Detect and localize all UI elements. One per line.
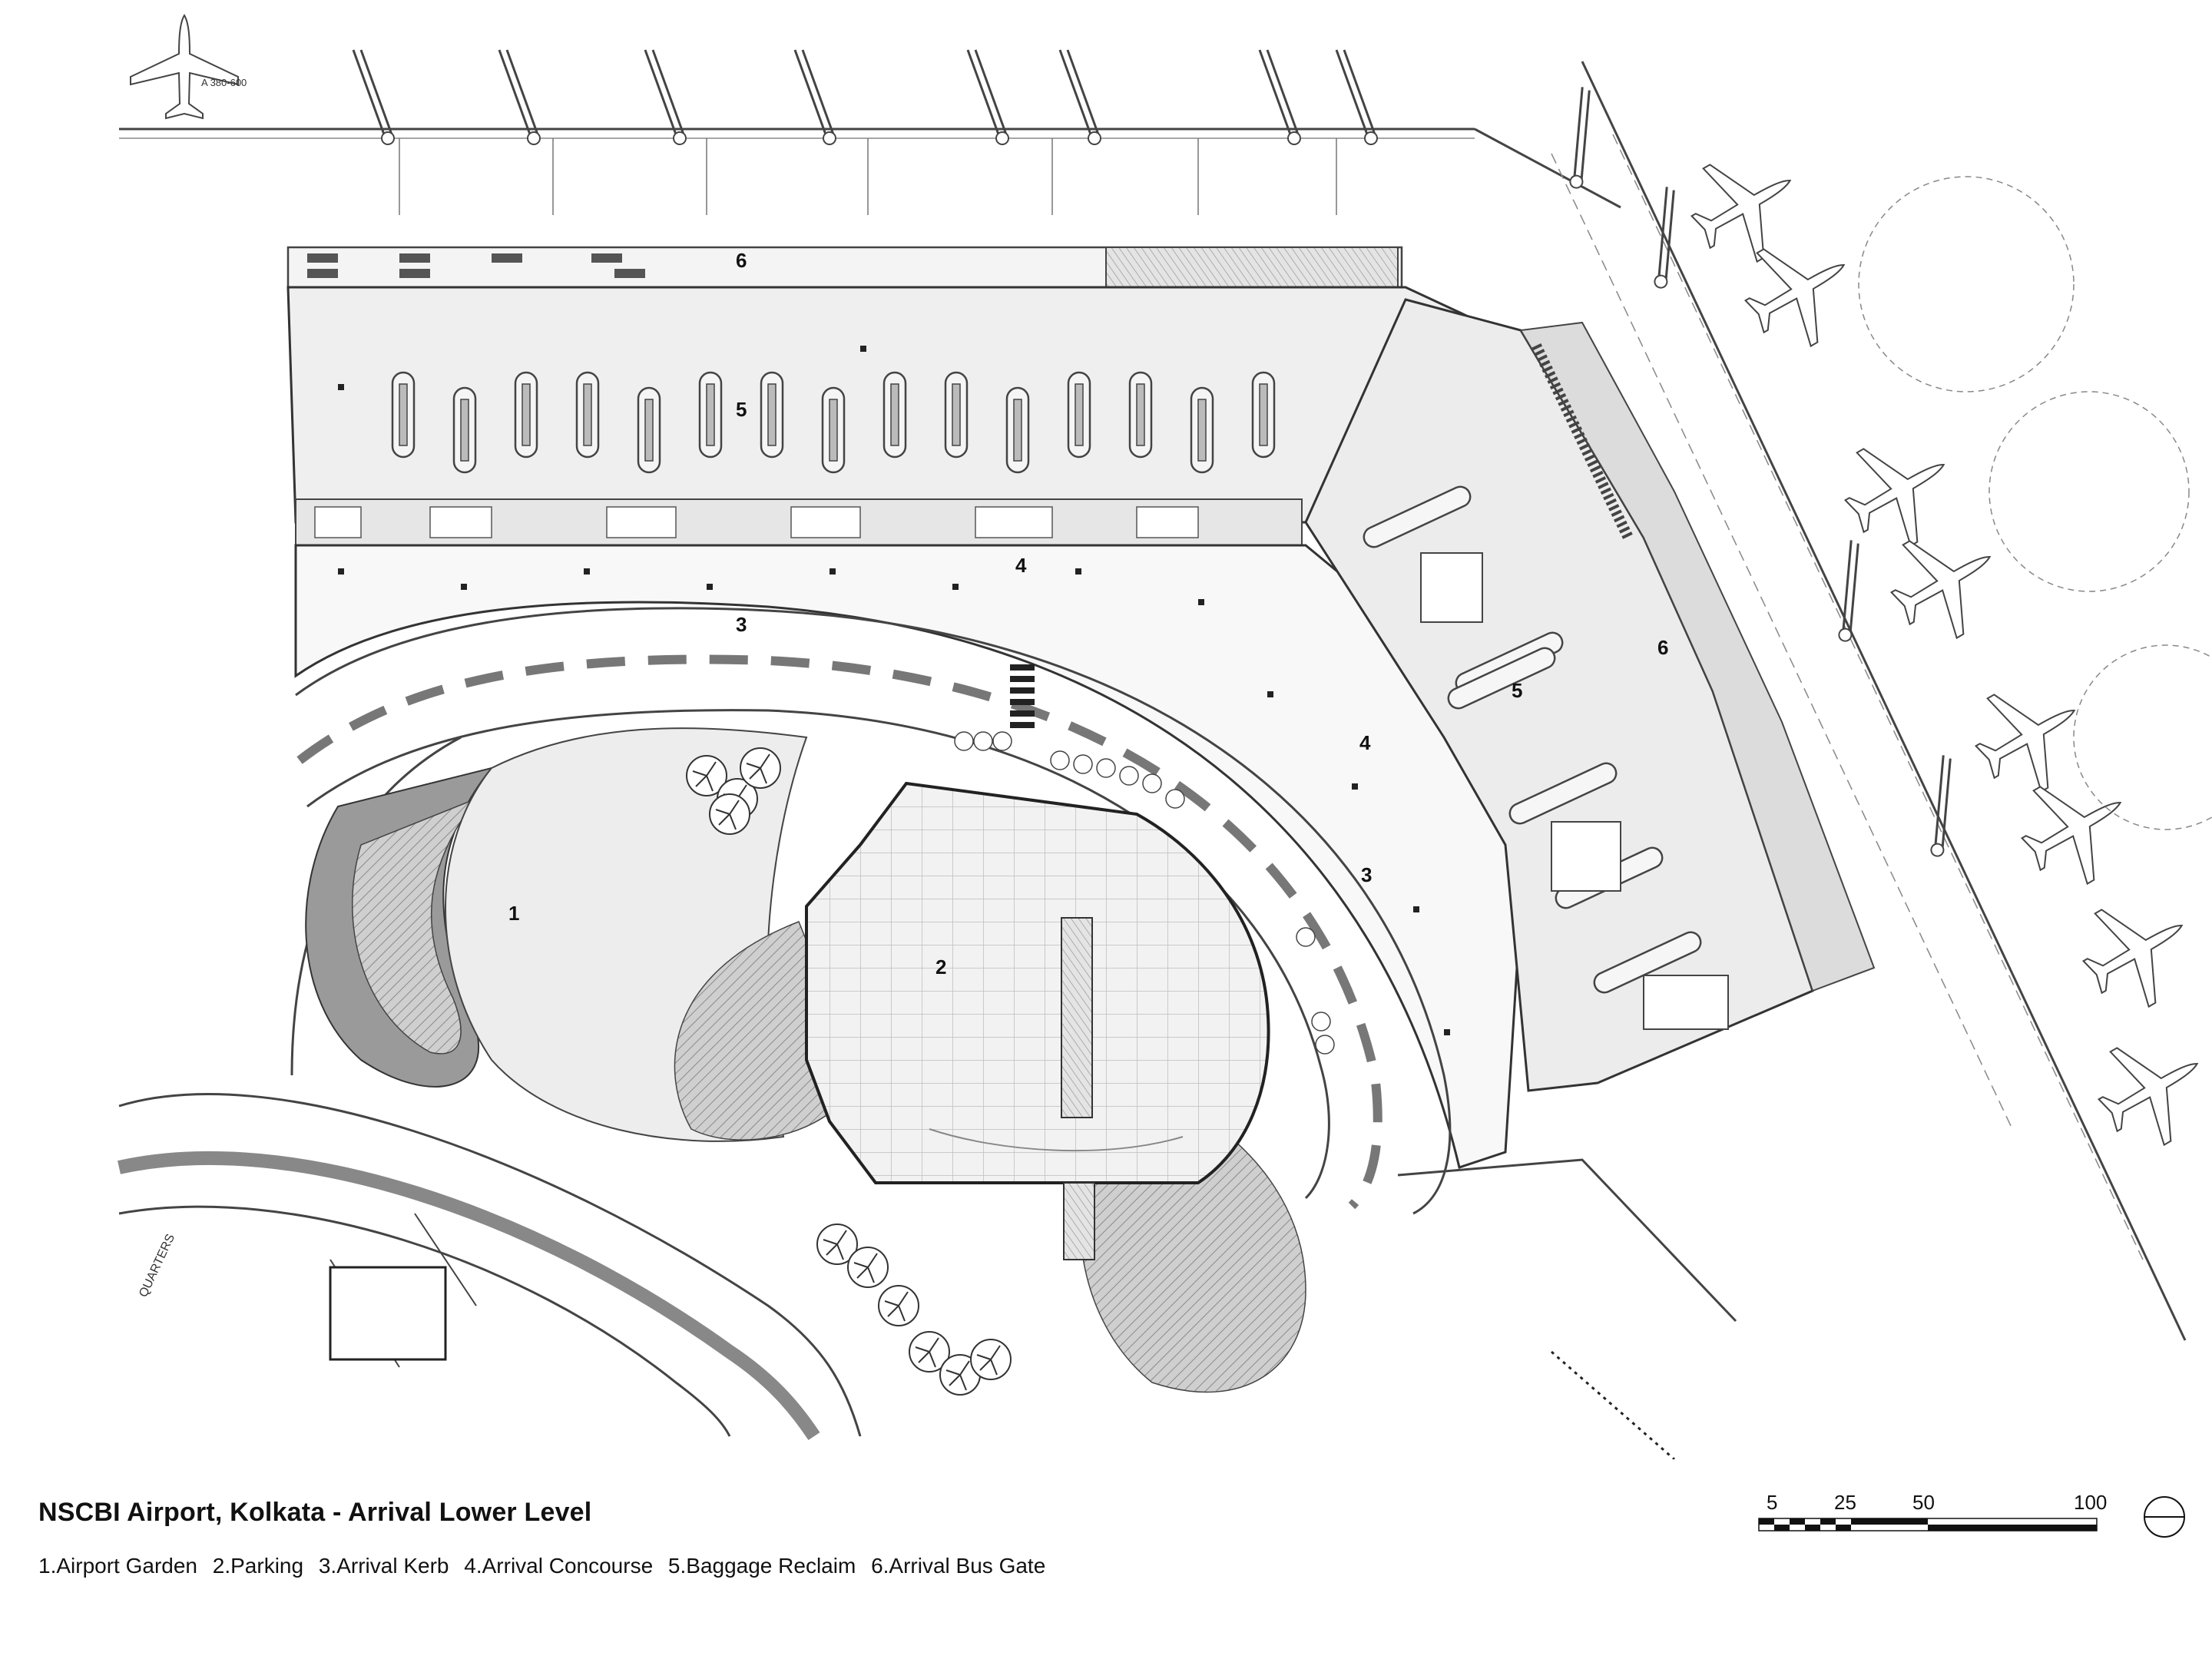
aircraft-type-label: A 380-600 <box>201 77 247 88</box>
site-plan-drawing: A 380-600 <box>118 15 2212 1459</box>
label-reclaim-north: 5 <box>736 398 747 421</box>
legend: 1.Airport Garden 2.Parking 3.Arrival Ker… <box>38 1554 1575 1578</box>
legend-item: 1.Airport Garden <box>38 1554 197 1578</box>
label-garden: 1 <box>508 902 519 925</box>
arrival-concourse <box>294 544 1526 1169</box>
plan-number-labels: 1 2 3 3 4 4 5 5 6 6 <box>508 249 1668 979</box>
east-terminal-wing <box>1304 298 1876 1092</box>
scale-tick-50: 50 <box>1912 1491 1935 1514</box>
label-concourse-north: 4 <box>1015 554 1027 577</box>
legend-item: 3.Arrival Kerb <box>318 1554 449 1578</box>
quarters-label: QUARTERS <box>137 1232 177 1299</box>
bus-gate-north <box>286 246 1403 289</box>
drawing-title: NSCBI Airport, Kolkata - Arrival Lower L… <box>38 1498 592 1527</box>
parking-structure <box>805 781 1270 1260</box>
label-bus-gate-north: 6 <box>736 249 747 272</box>
airside-apron: A 380-600 <box>119 15 2212 1341</box>
reclaim-carousels-north <box>391 371 1276 474</box>
legend-item: 4.Arrival Concourse <box>464 1554 654 1578</box>
drawing-caption: NSCBI Airport, Kolkata - Arrival Lower L… <box>38 1498 1575 1578</box>
scale-tick-25: 25 <box>1834 1491 1856 1514</box>
label-kerb-east: 3 <box>1361 863 1372 886</box>
scale-tick-5: 5 <box>1767 1491 1777 1514</box>
legend-item: 2.Parking <box>212 1554 304 1578</box>
label-reclaim-east: 5 <box>1512 679 1522 702</box>
access-roads <box>118 1093 1737 1459</box>
legend-item: 5.Baggage Reclaim <box>667 1554 856 1578</box>
scale-tick-100: 100 <box>2074 1491 2107 1514</box>
arrival-kerb-road <box>290 607 1452 1215</box>
label-concourse-east: 4 <box>1359 731 1371 754</box>
baggage-reclaim-hall <box>286 286 1500 546</box>
label-kerb-north: 3 <box>736 613 747 636</box>
north-arrow-icon <box>2144 1496 2185 1538</box>
label-parking: 2 <box>935 955 946 979</box>
legend-item: 6.Arrival Bus Gate <box>871 1554 1046 1578</box>
label-bus-gate-east: 6 <box>1657 636 1668 659</box>
scale-bar: 5 25 50 100 <box>1758 1491 2107 1532</box>
